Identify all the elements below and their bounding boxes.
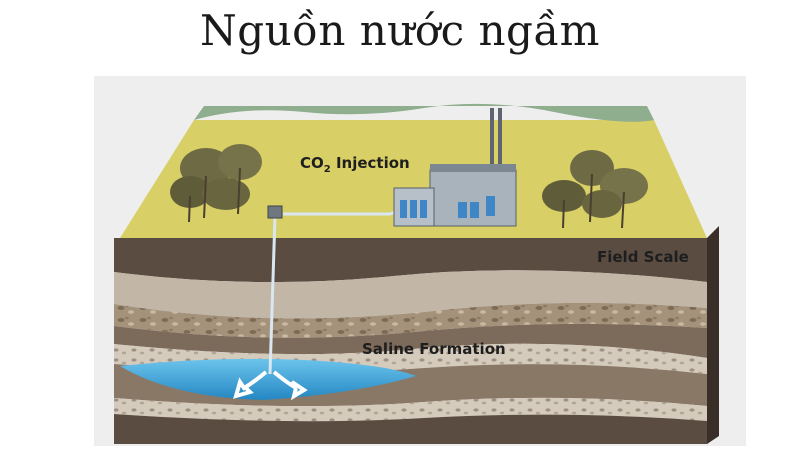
layer-light <box>114 270 707 319</box>
tree-cluster-right-icon <box>542 150 648 229</box>
layer-topsoil <box>114 238 707 283</box>
layer-pebbles <box>114 302 707 338</box>
flow-arrow-left <box>233 370 268 399</box>
page-title: Nguồn nước ngầm <box>199 6 601 55</box>
layer-lower-gravel <box>114 397 707 422</box>
scale-label: Field Scale <box>597 248 689 266</box>
diagram-panel: CO2 Injection Field Scale Saline Formati… <box>94 76 746 446</box>
far-hills <box>194 103 654 122</box>
saline-water <box>120 358 416 400</box>
flow-arrow-right <box>272 370 308 401</box>
power-plant-icon <box>393 108 517 227</box>
geology-diagram: CO2 Injection Field Scale Saline Formati… <box>114 103 719 444</box>
layer-bottom <box>114 414 707 444</box>
injection-pipe <box>268 215 277 375</box>
injection-label: CO2 Injection <box>300 154 410 175</box>
formation-label: Saline Formation <box>362 340 506 358</box>
wellhead-icon <box>267 205 283 219</box>
layer-middle <box>114 323 707 358</box>
tree-cluster-left-icon <box>170 144 262 223</box>
